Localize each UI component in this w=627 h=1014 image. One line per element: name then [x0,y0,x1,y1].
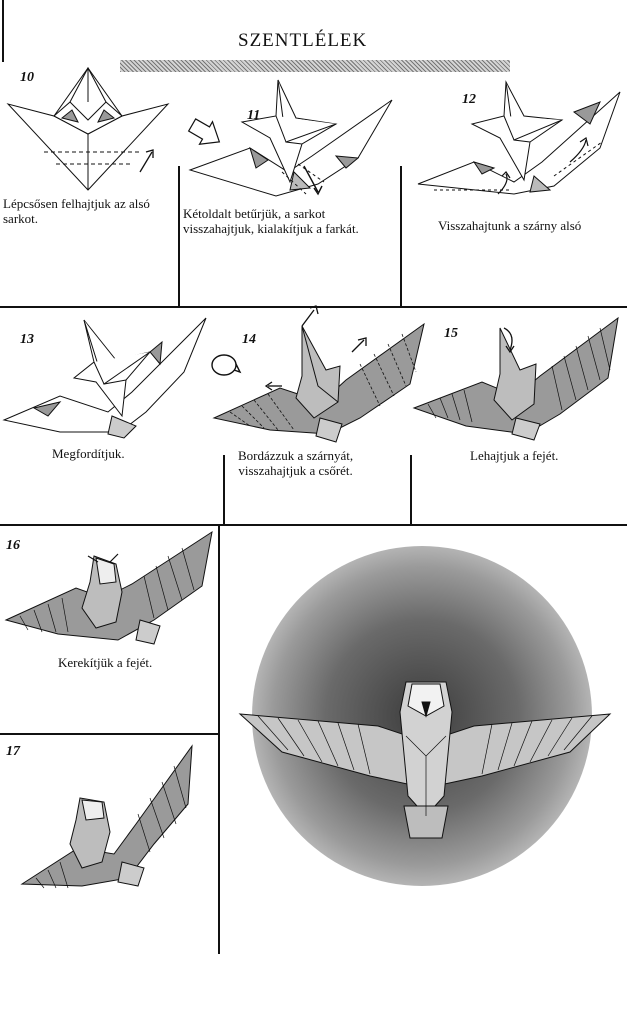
fold-arrow-icon [264,305,367,391]
step-15-figure [412,316,619,441]
divider [218,526,220,954]
caption-line: Megfordítjuk. [52,446,125,461]
final-dove-figure [238,681,612,839]
caption-line: Kétoldalt betűrjük, a sarkot [183,206,326,221]
step-13-figure [2,317,207,439]
caption-line: Lehajtjuk a fejét. [470,448,559,463]
step-number: 10 [20,70,34,85]
title-underline-bar [120,60,510,72]
step-caption: Visszahajtunk a szárny alsó [438,218,581,233]
caption-line: visszahajtjuk, kialakítjuk a farkát. [183,221,359,236]
step-number: 14 [242,332,256,347]
fold-arrow-icon [497,137,589,195]
divider [2,0,4,62]
step-11-figure [188,79,393,197]
divider [0,524,627,526]
step-caption: Kerekítjük a fejét. [58,655,152,670]
divider [0,733,218,735]
divider [223,455,225,525]
step-caption: Bordázzuk a szárnyát, visszahajtjuk a cs… [238,448,353,478]
step-caption: Lépcsősen felhajtjuk az alsó sarkot. [3,196,150,226]
rotate-icon [211,354,242,376]
divider [178,166,180,306]
step-caption: Kétoldalt betűrjük, a sarkot visszahajtj… [183,206,359,236]
caption-line: Kerekítjük a fejét. [58,655,153,670]
step-10-figure [6,66,170,191]
step-number: 17 [6,744,20,759]
page-title: SZENTLÉLEK [238,30,368,51]
step-number: 16 [6,538,20,553]
step-14-figure [212,305,425,443]
caption-line: Visszahajtunk a szárny alsó [438,218,582,233]
step-caption: Lehajtjuk a fejét. [470,448,558,463]
arrow-icon [187,118,221,145]
divider [410,455,412,525]
caption-line: Lépcsősen felhajtjuk az alsó [3,196,150,211]
arrow-icon [139,149,154,173]
fold-arrow-icon [303,165,323,196]
step-12-figure [417,80,621,195]
divider [400,166,402,306]
fold-arrow-icon [87,553,119,563]
step-17-figure [20,744,193,889]
caption-line: sarkot. [3,211,39,226]
step-caption: Megfordítjuk. [52,446,125,461]
step-number: 12 [462,92,476,107]
caption-line: Bordázzuk a szárnyát, [238,448,354,463]
fold-arrow-icon [503,327,515,354]
step-number: 15 [444,326,458,341]
step-number: 13 [20,332,34,347]
step-16-figure [4,530,213,645]
caption-line: visszahajtjuk a csőrét. [238,463,353,478]
